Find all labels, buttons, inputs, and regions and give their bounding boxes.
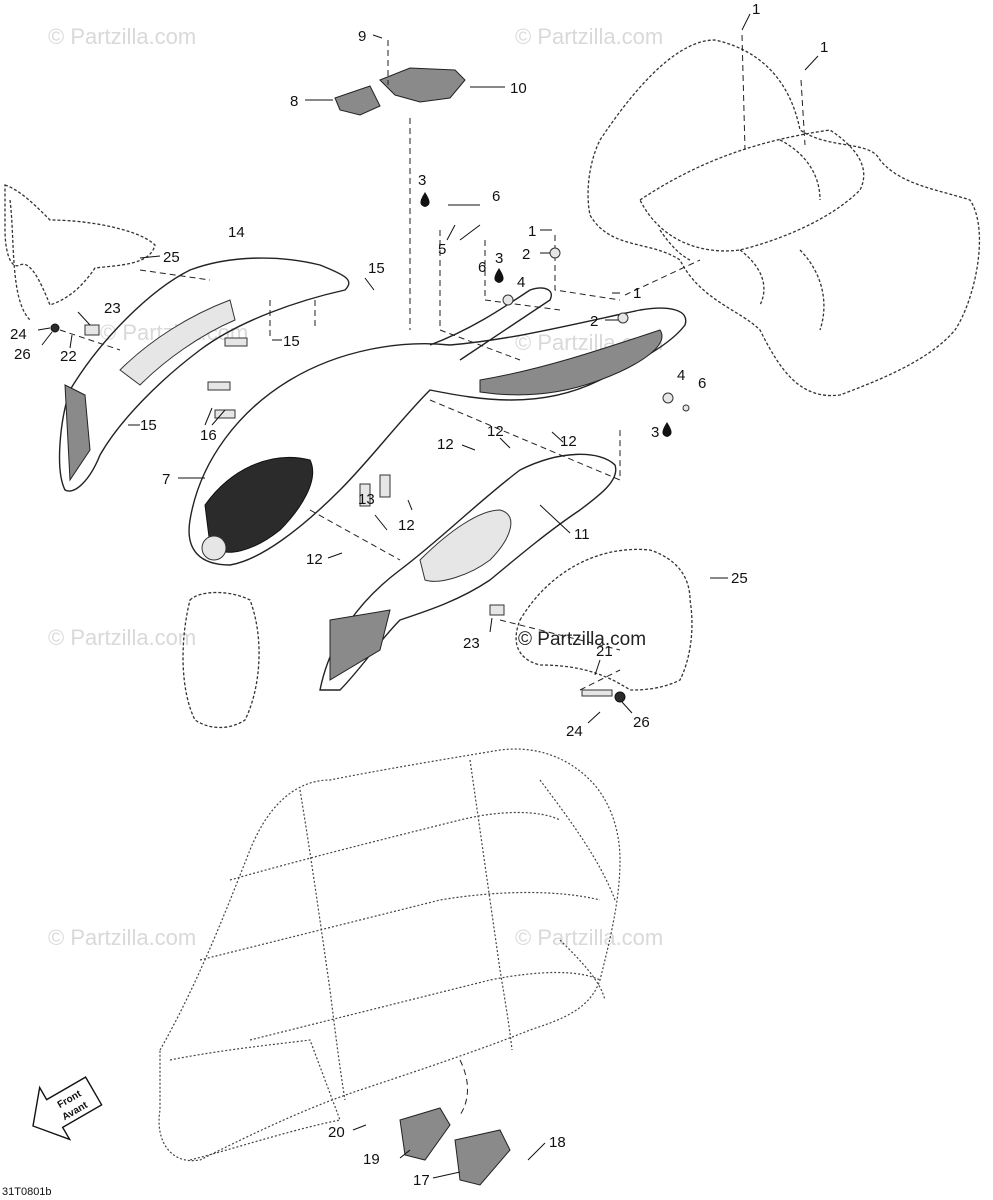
inner-fender-lower-left <box>182 591 260 729</box>
callout-12: 12 <box>306 551 323 568</box>
callout-15: 15 <box>283 333 300 350</box>
assembly-lines <box>59 34 806 1116</box>
bracket-19 <box>399 1107 451 1161</box>
callout-22: 22 <box>60 348 77 365</box>
leader-lines <box>37 13 819 1179</box>
callout-5: 5 <box>438 241 446 258</box>
callout-18: 18 <box>549 1134 566 1151</box>
callout-17: 17 <box>413 1172 430 1189</box>
watermark: © Partzilla.com <box>48 24 196 49</box>
callout-3: 3 <box>418 172 426 189</box>
watermark-dark: © Partzilla.com <box>518 629 646 650</box>
callout-13: 13 <box>358 491 375 508</box>
callout-24: 24 <box>566 723 583 740</box>
callout-12: 12 <box>487 423 504 440</box>
watermark: © Partzilla.com <box>48 625 196 650</box>
rear-fender <box>587 39 981 397</box>
callout-12: 12 <box>437 436 454 453</box>
callout-2: 2 <box>590 313 598 330</box>
callout-2: 2 <box>522 246 530 263</box>
watermark: © Partzilla.com <box>515 925 663 950</box>
sealant-drop-icon <box>420 192 672 437</box>
callout-9: 9 <box>358 28 366 45</box>
watermark: © Partzilla.com <box>515 24 663 49</box>
front-arrow-icon: Front Avant <box>32 1076 103 1141</box>
watermarks: © Partzilla.com © Partzilla.com © Partzi… <box>48 24 663 950</box>
callout-11: 11 <box>574 526 590 543</box>
callout-6: 6 <box>478 259 486 276</box>
side-panel-11 <box>319 453 617 691</box>
callout-10: 10 <box>510 80 527 97</box>
cover-8-10 <box>334 67 466 116</box>
callout-1: 1 <box>633 285 641 302</box>
side-panel-14 <box>58 257 350 492</box>
callout-26: 26 <box>633 714 650 731</box>
callout-8: 8 <box>290 93 298 110</box>
callout-16: 16 <box>200 427 217 444</box>
callout-24: 24 <box>10 326 27 343</box>
callout-1: 1 <box>528 223 536 240</box>
front-fender-7 <box>188 287 687 566</box>
callout-25: 25 <box>163 249 180 266</box>
bracket-17 <box>454 1129 511 1186</box>
callout-6: 6 <box>698 375 706 392</box>
callout-6: 6 <box>492 188 500 205</box>
callout-3: 3 <box>495 250 503 267</box>
callout-15: 15 <box>368 260 385 277</box>
callout-12: 12 <box>560 433 577 450</box>
left-front-fender <box>4 184 156 321</box>
callout-1: 1 <box>752 1 760 18</box>
callout-labels: 9 8 10 1 1 3 6 1 2 5 6 3 4 1 2 4 6 3 14 … <box>10 1 828 1189</box>
callout-7: 7 <box>162 471 170 488</box>
right-mudguard <box>515 548 693 691</box>
callout-20: 20 <box>328 1124 345 1141</box>
watermark: © Partzilla.com <box>48 925 196 950</box>
callout-1: 1 <box>820 39 828 56</box>
reference-code: 31T0801b <box>2 1186 52 1198</box>
callout-4: 4 <box>677 367 685 384</box>
callout-14: 14 <box>228 224 245 241</box>
callout-23: 23 <box>104 300 121 317</box>
callout-12: 12 <box>398 517 415 534</box>
callout-4: 4 <box>517 274 525 291</box>
callout-26: 26 <box>14 346 31 363</box>
callout-21: 21 <box>596 643 613 660</box>
vehicle-frame <box>158 748 621 1162</box>
callout-3: 3 <box>651 424 659 441</box>
callout-15: 15 <box>140 417 157 434</box>
callout-23: 23 <box>463 635 480 652</box>
callout-19: 19 <box>363 1151 380 1168</box>
callout-25: 25 <box>731 570 748 587</box>
